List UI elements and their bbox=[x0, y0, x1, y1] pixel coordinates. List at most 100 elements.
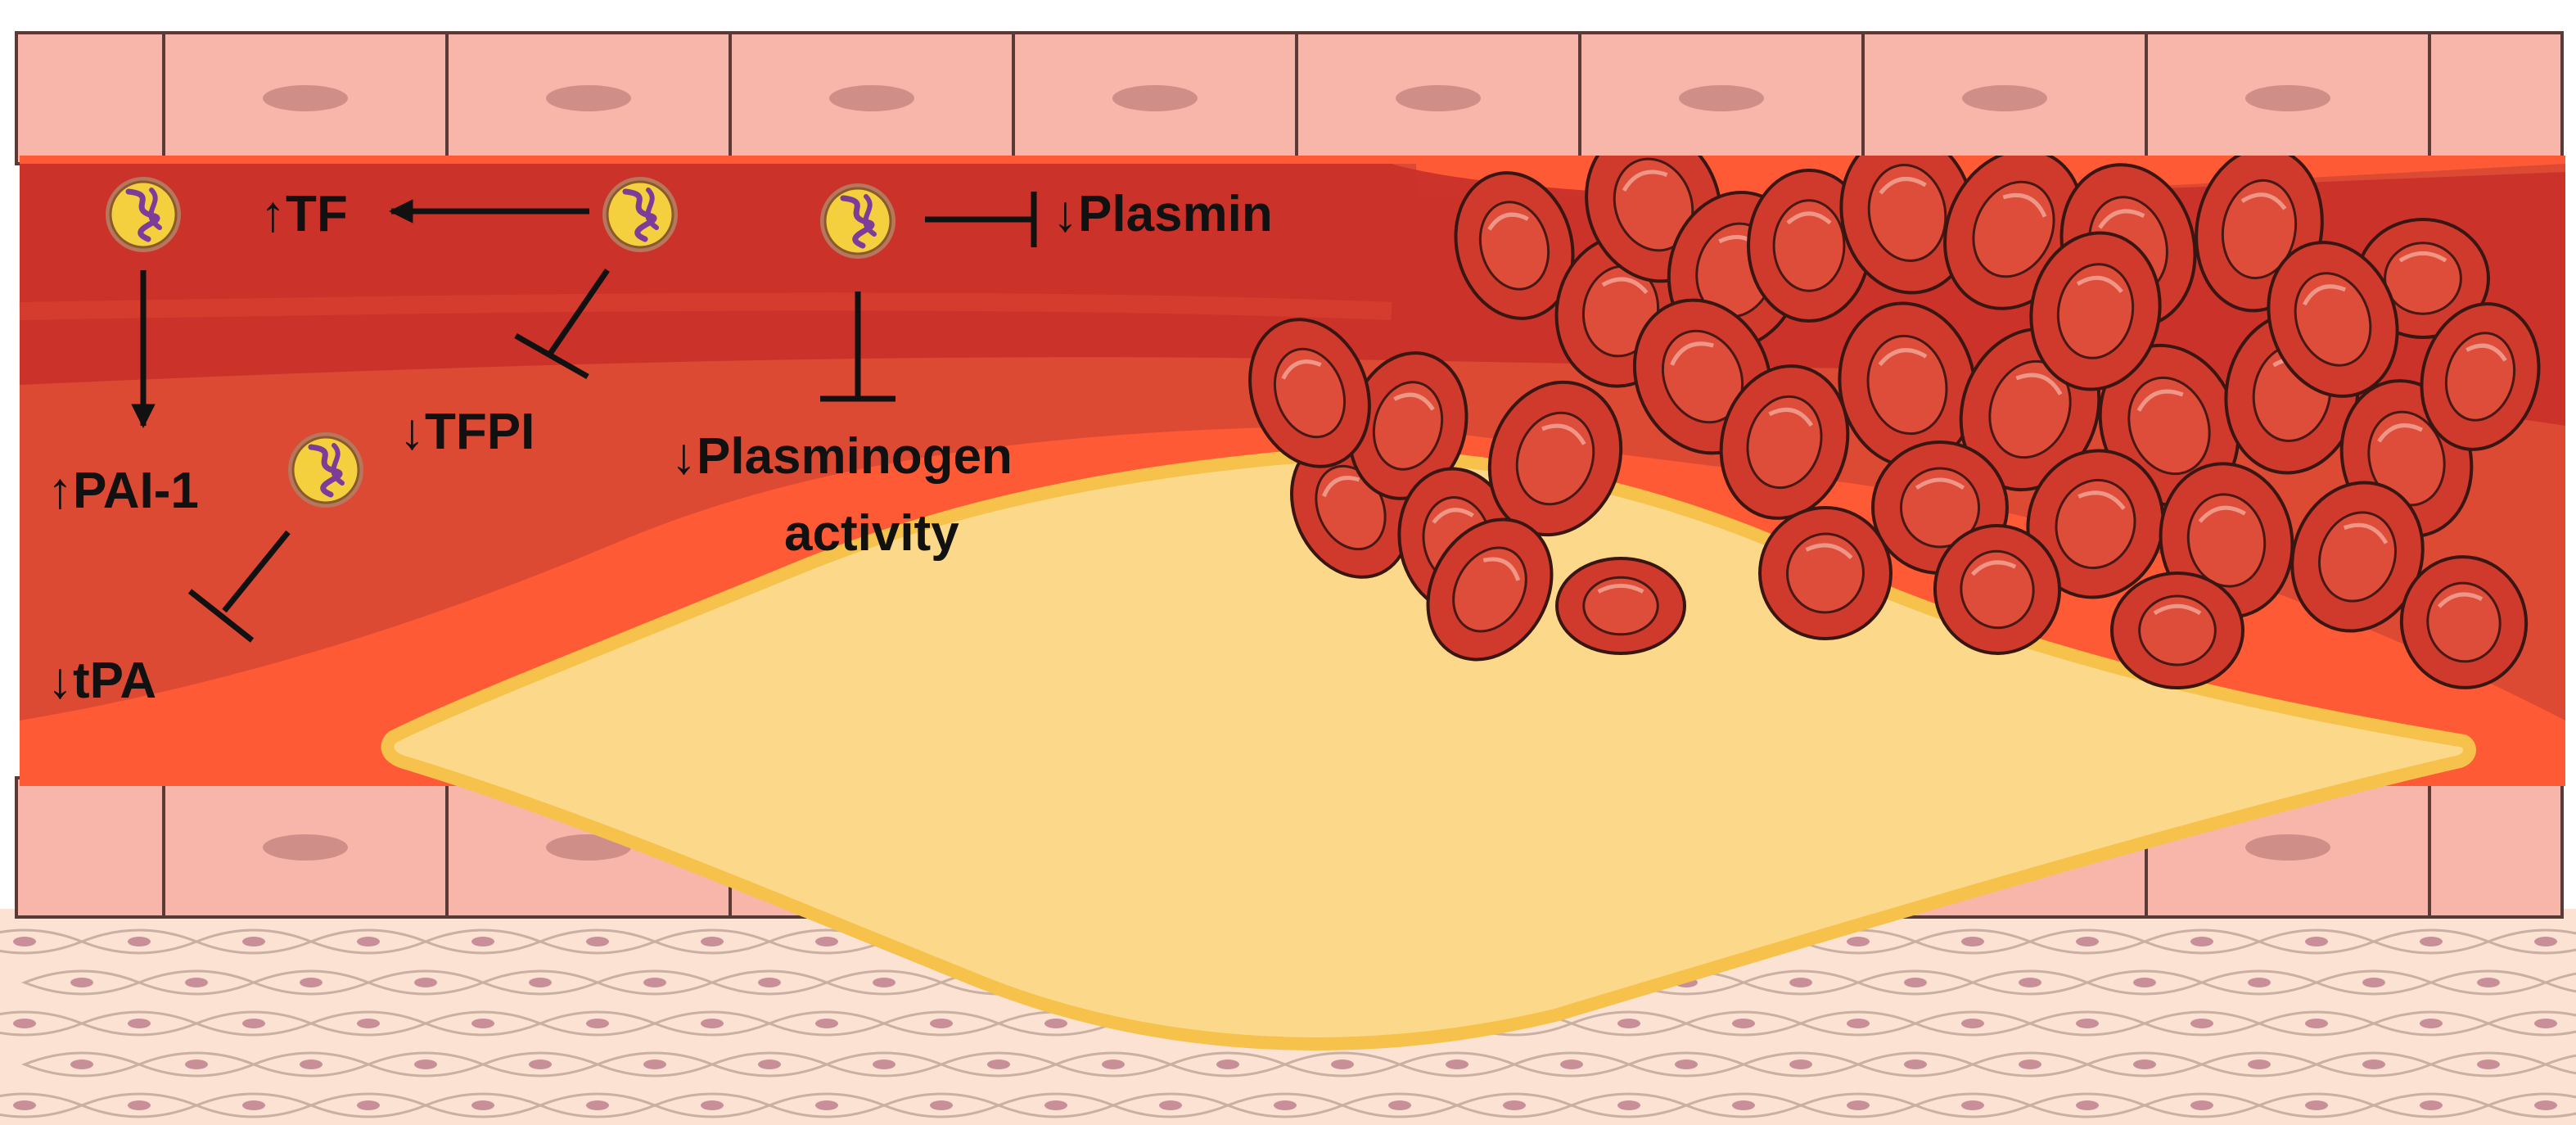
smooth-muscle-nucleus bbox=[2362, 978, 2385, 987]
smooth-muscle-nucleus bbox=[1961, 937, 1984, 947]
smooth-muscle-nucleus bbox=[1732, 1100, 1755, 1110]
atherosclerotic-plaque bbox=[381, 449, 2476, 1050]
red-blood-cell-cluster bbox=[1248, 156, 2541, 689]
red-blood-cell bbox=[2267, 241, 2399, 398]
red-blood-cell bbox=[1555, 557, 1686, 655]
label-tf: ↑TF bbox=[260, 186, 348, 242]
rbc-highlight bbox=[2198, 505, 2246, 523]
rbc-highlight bbox=[2153, 603, 2202, 616]
smooth-muscle-nucleus bbox=[128, 937, 151, 947]
endothelium-top bbox=[15, 31, 2564, 165]
rbc-center bbox=[2444, 332, 2516, 422]
smooth-muscle-nucleus bbox=[2019, 978, 2041, 987]
smooth-muscle-nucleus bbox=[873, 978, 896, 987]
rbc-center bbox=[1515, 411, 1595, 506]
smooth-muscle-nucleus bbox=[930, 1100, 953, 1110]
label-tpa: ↓tPA bbox=[47, 653, 156, 709]
red-blood-cell bbox=[1290, 436, 1411, 579]
inhibit-cell2-tfpi-stem bbox=[548, 269, 610, 355]
endothelium-top-nucleus bbox=[1112, 85, 1198, 111]
label-plasminogen-line2: activity bbox=[784, 505, 959, 562]
smooth-muscle-nucleus bbox=[2362, 1059, 2385, 1069]
pathway-connectors bbox=[131, 192, 1037, 643]
signaling-cell-3 bbox=[288, 432, 363, 508]
smooth-muscle-nucleus bbox=[1961, 1019, 1984, 1028]
smooth-muscle-nucleus bbox=[1274, 1100, 1297, 1110]
smooth-muscle-nucleus bbox=[2477, 1059, 2500, 1069]
red-blood-cell bbox=[2110, 572, 2244, 689]
label-pai1: ↑PAI-1 bbox=[47, 463, 199, 519]
smooth-muscle-nucleus bbox=[1847, 1100, 1870, 1110]
red-blood-cell bbox=[1487, 380, 1623, 537]
smooth-muscle-nucleus bbox=[2477, 978, 2500, 987]
smooth-muscle-nucleus bbox=[357, 937, 380, 947]
smooth-muscle-nucleus bbox=[2305, 937, 2328, 947]
smooth-muscle-nucleus bbox=[471, 1100, 494, 1110]
rbc-center bbox=[1478, 201, 1550, 291]
smooth-muscle-nucleus bbox=[529, 1059, 552, 1069]
smooth-muscle-nucleus bbox=[1388, 1100, 1411, 1110]
rbc-highlight bbox=[1281, 359, 1322, 380]
rbc-center bbox=[1273, 347, 1347, 439]
rbc-highlight bbox=[2015, 373, 2063, 395]
rbc-highlight bbox=[2077, 490, 2126, 510]
rbc-highlight bbox=[1878, 348, 1928, 367]
rbc-center bbox=[2317, 511, 2398, 603]
smooth-muscle-nucleus bbox=[1617, 1100, 1640, 1110]
signaling-cell-1 bbox=[106, 177, 181, 252]
smooth-muscle-nucleus bbox=[1044, 1100, 1067, 1110]
rbc-center bbox=[2186, 493, 2267, 588]
smooth-muscle-nucleus bbox=[1904, 1059, 1927, 1069]
smooth-muscle-nucleus bbox=[128, 1100, 151, 1110]
rbc-center bbox=[2367, 410, 2446, 507]
red-blood-cell bbox=[1248, 318, 1371, 468]
red-blood-cell bbox=[1758, 506, 1893, 640]
label-plasmin: ↓Plasmin bbox=[1053, 186, 1273, 242]
smooth-muscle-nucleus bbox=[185, 1059, 208, 1069]
red-blood-cell bbox=[1933, 524, 2062, 655]
smooth-muscle-nucleus bbox=[128, 1019, 151, 1028]
smooth-muscle-nucleus bbox=[2420, 937, 2443, 947]
red-blood-cell bbox=[2026, 449, 2165, 599]
rbc-center bbox=[2221, 178, 2298, 280]
smooth-muscle-nucleus bbox=[586, 937, 609, 947]
rbc-center bbox=[1613, 157, 1694, 252]
endothelium-bottom-nucleus bbox=[263, 834, 348, 861]
smooth-muscle-nucleus bbox=[185, 978, 208, 987]
smooth-muscle-nucleus bbox=[758, 978, 781, 987]
rbc-highlight bbox=[2377, 423, 2424, 443]
smooth-muscle-nucleus bbox=[586, 1019, 609, 1028]
cell-chromatin bbox=[125, 188, 160, 242]
smooth-muscle-cell bbox=[2484, 1092, 2576, 1118]
endothelium-top-nucleus bbox=[1679, 85, 1764, 111]
cell-chromatin bbox=[863, 194, 877, 237]
smooth-muscle-nucleus bbox=[2534, 1019, 2557, 1028]
smooth-muscle-nucleus bbox=[643, 1059, 666, 1069]
rbc-highlight bbox=[1432, 508, 1474, 524]
rbc-highlight bbox=[1805, 543, 1853, 560]
smooth-muscle-nucleus bbox=[2076, 937, 2099, 947]
smooth-muscle-nucleus bbox=[2190, 937, 2213, 947]
rbc-highlight bbox=[1321, 476, 1360, 498]
smooth-muscle-nucleus bbox=[2305, 1019, 2328, 1028]
rbc-highlight bbox=[2136, 389, 2184, 412]
smooth-muscle-nucleus bbox=[815, 937, 838, 947]
rbc-center bbox=[1899, 467, 1981, 549]
red-blood-cell bbox=[1838, 301, 1977, 468]
endothelium-bottom-nucleus bbox=[546, 834, 631, 861]
red-blood-cell bbox=[2290, 481, 2425, 633]
smooth-muscle-nucleus bbox=[1044, 1019, 1067, 1028]
smooth-muscle-nucleus bbox=[701, 1100, 724, 1110]
inhibit-cell2-tfpi-bar bbox=[514, 332, 589, 380]
smooth-muscle-nucleus bbox=[2305, 1100, 2328, 1110]
rbc-center bbox=[1661, 329, 1744, 424]
smooth-muscle-nucleus bbox=[2133, 978, 2156, 987]
rbc-center bbox=[1452, 546, 1527, 633]
smooth-muscle-nucleus bbox=[1102, 1059, 1125, 1069]
cell-chromatin bbox=[645, 188, 659, 230]
signaling-cell-2 bbox=[602, 177, 678, 252]
smooth-muscle-nucleus bbox=[2420, 1100, 2443, 1110]
smooth-muscle-nucleus bbox=[1732, 1019, 1755, 1028]
cell-chromatin bbox=[622, 188, 657, 242]
cell-chromatin bbox=[308, 444, 343, 498]
